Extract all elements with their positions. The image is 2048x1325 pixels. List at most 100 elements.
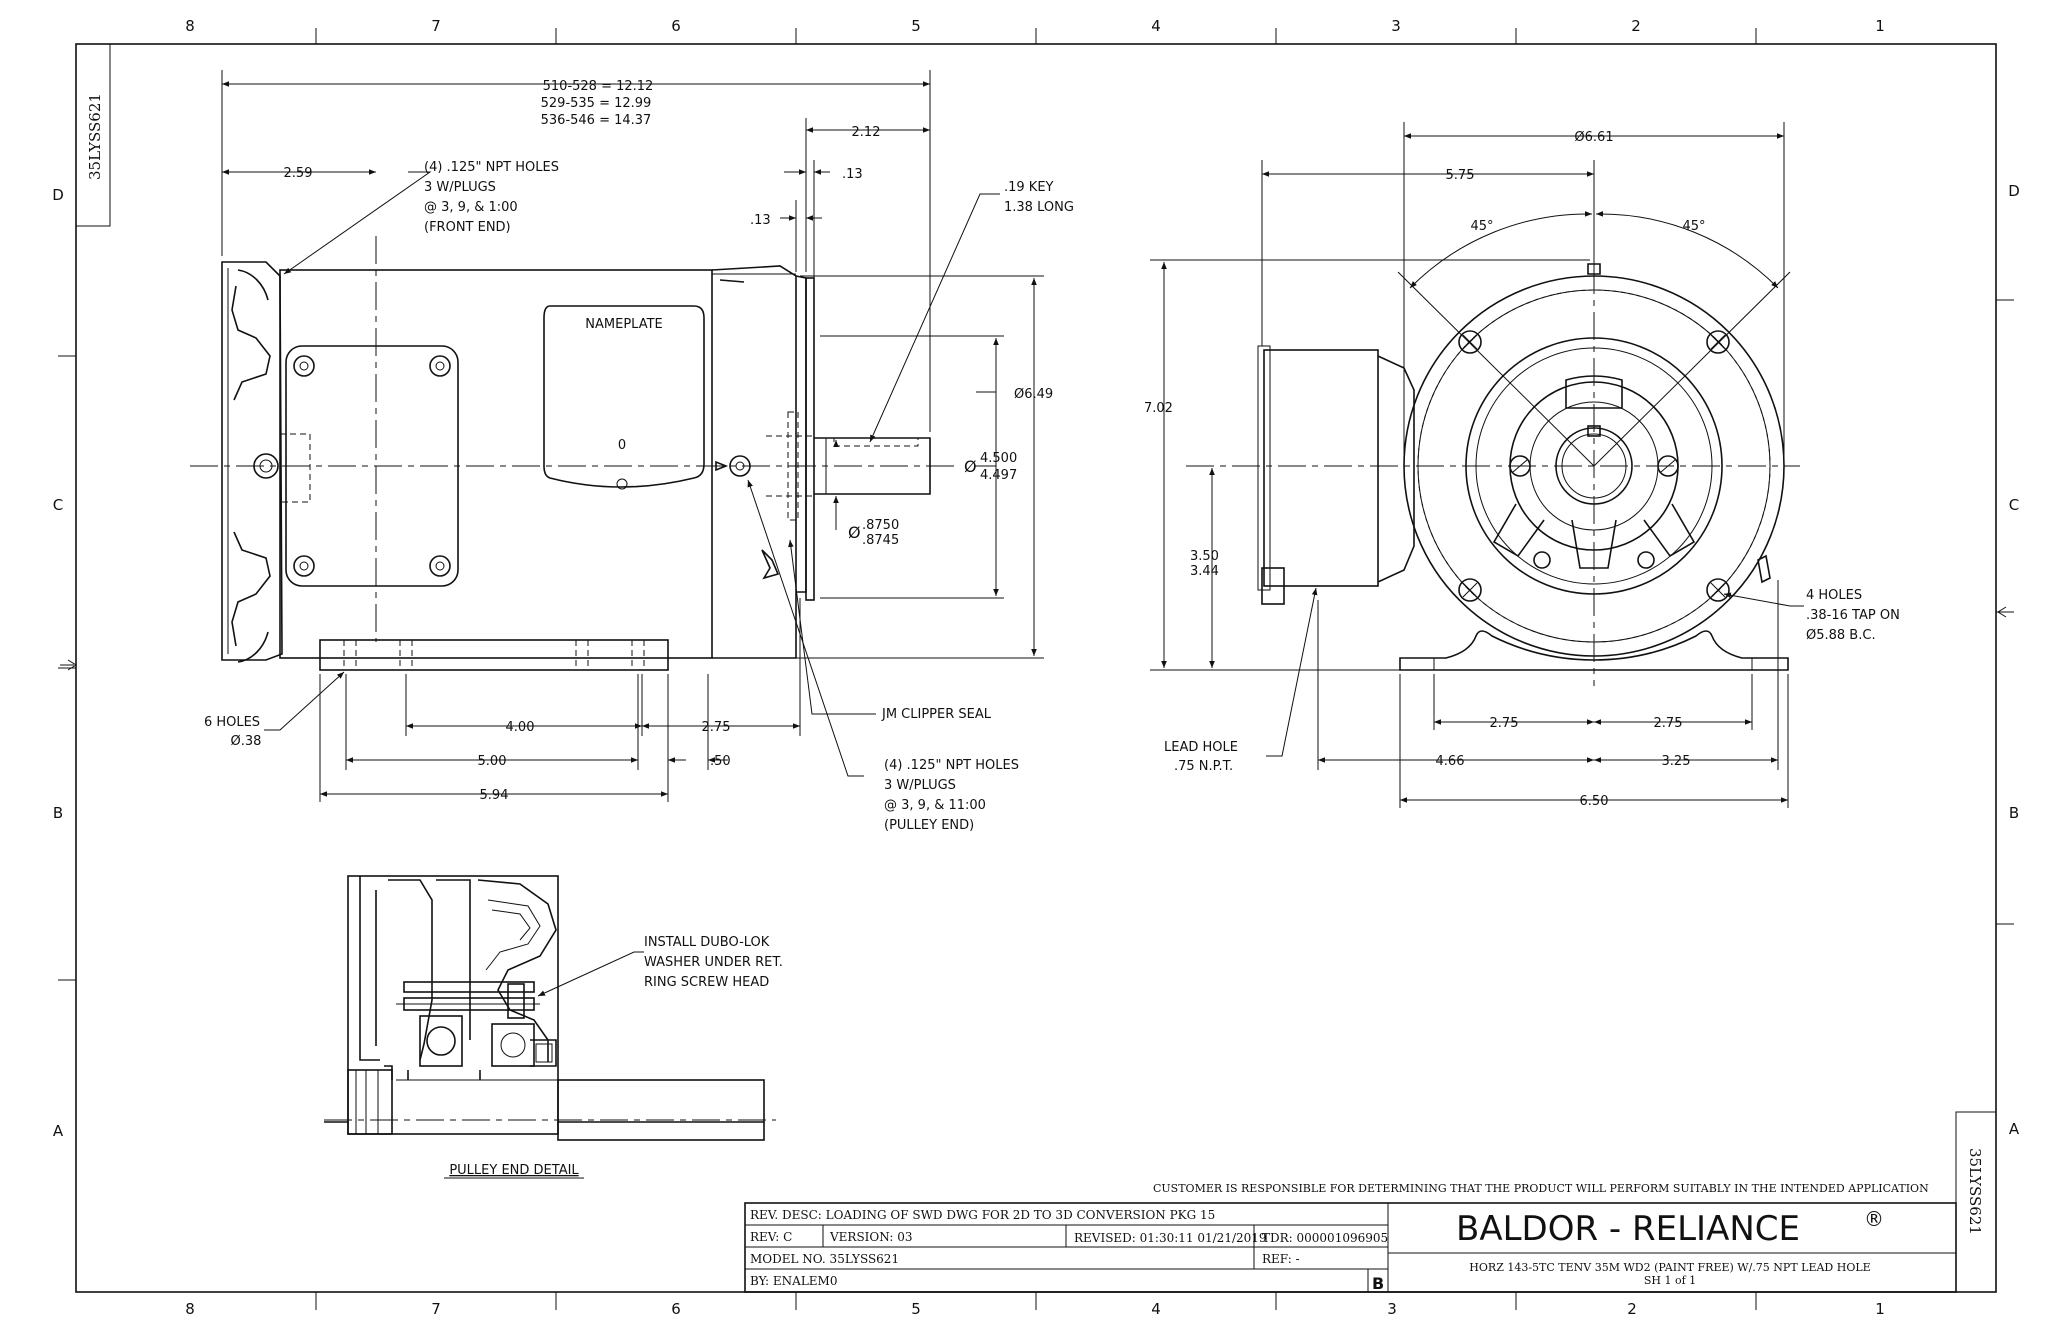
col-label: 2	[1627, 1300, 1637, 1318]
angle-45-right: 45°	[1682, 219, 1705, 234]
lead-hole-note-1: LEAD HOLE	[1164, 740, 1238, 755]
clipper-seal-label: JM CLIPPER SEAL	[881, 707, 992, 722]
column-labels-top: 8 7 6 5 4 3 2 1	[185, 17, 1885, 35]
detail-title: PULLEY END DETAIL	[449, 1163, 579, 1178]
overall-length-1: 510-528 = 12.12	[543, 79, 654, 94]
front-holes-note-1: (4) .125" NPT HOLES	[424, 160, 559, 175]
dim-2-75: 2.75	[702, 720, 731, 735]
pulley-holes-note-4: (PULLEY END)	[884, 818, 974, 833]
side-view	[190, 236, 960, 671]
shaft-dia-lower: .8745	[862, 533, 899, 548]
pulley-end-detail	[324, 875, 776, 1141]
overall-length-2: 529-535 = 12.99	[541, 96, 652, 111]
dim-2-12: 2.12	[852, 125, 881, 140]
sheet-border	[75, 43, 1997, 1293]
tdr-number: TDR: 000001096905	[1262, 1231, 1388, 1245]
base-holes-note-2: Ø.38	[231, 734, 262, 749]
col-label: 4	[1151, 17, 1161, 35]
col-label: 5	[911, 1300, 921, 1318]
dim-5-75: 5.75	[1446, 168, 1475, 183]
lead-hole-note-2: .75 N.P.T.	[1174, 759, 1233, 774]
company-name: BALDOR - RELIANCE	[1456, 1209, 1800, 1249]
conduit-box-end	[1263, 349, 1379, 587]
tap-holes-note-2: .38-16 TAP ON	[1806, 608, 1900, 623]
front-holes-note-3: @ 3, 9, & 1:00	[424, 200, 518, 215]
overall-length-3: 536-546 = 14.37	[541, 113, 652, 128]
centering-arrow-left	[60, 659, 77, 671]
row-label: B	[2009, 804, 2019, 822]
row-label: C	[53, 496, 63, 514]
base-plate	[319, 639, 669, 671]
centering-arrow-right	[1997, 606, 2014, 618]
dim-3-25: 3.25	[1662, 754, 1691, 769]
size-letter: B	[1372, 1274, 1384, 1293]
row-label: A	[53, 1122, 64, 1140]
side-view-labels: 510-528 = 12.12 529-535 = 12.99 536-546 …	[204, 79, 1074, 833]
pilot-dia-symbol: Ø	[964, 457, 977, 476]
dim-2-75-right: 2.75	[1654, 716, 1683, 731]
front-holes-note-4: (FRONT END)	[424, 220, 511, 235]
col-label: 6	[671, 1300, 681, 1318]
col-label: 1	[1875, 1300, 1885, 1318]
rev-desc: REV. DESC: LOADING OF SWD DWG FOR 2D TO …	[750, 1208, 1215, 1222]
height-7-02: 7.02	[1144, 401, 1173, 416]
pilot-dia-lower: 4.497	[980, 468, 1017, 483]
tap-holes-note-3: Ø5.88 B.C.	[1806, 628, 1876, 643]
end-view-labels: Ø6.61 5.75 45° 45° 7.02 3.50 3.44 4 HOLE…	[1144, 130, 1900, 809]
customer-note: CUSTOMER IS RESPONSIBLE FOR DETERMINING …	[1153, 1182, 1929, 1195]
angle-45-left: 45°	[1470, 219, 1493, 234]
nameplate-label: NAMEPLATE	[585, 317, 662, 332]
dia-6-61: Ø6.61	[1574, 130, 1613, 145]
detail-note-2: WASHER UNDER RET.	[644, 955, 783, 970]
dim-50: .50	[710, 754, 731, 769]
key-note-2: 1.38 LONG	[1004, 200, 1074, 215]
tap-holes-note-1: 4 HOLES	[1806, 588, 1862, 603]
sheet-number: SH 1 of 1	[1644, 1274, 1696, 1287]
conduit-box	[285, 345, 459, 587]
row-label: A	[2009, 1120, 2020, 1138]
dim-2-59: 2.59	[284, 166, 313, 181]
dim-4-00: 4.00	[506, 720, 535, 735]
drawn-by: BY: ENALEM0	[750, 1274, 837, 1288]
dia-6-49: Ø6.49	[1014, 387, 1053, 402]
row-label: D	[52, 186, 64, 204]
revised-date: REVISED: 01:30:11 01/21/2019	[1074, 1231, 1267, 1245]
col-label: 3	[1387, 1300, 1397, 1318]
col-label: 7	[431, 1300, 441, 1318]
pulley-holes-note-2: 3 W/PLUGS	[884, 778, 956, 793]
col-label: 3	[1391, 17, 1401, 35]
row-label: C	[2009, 496, 2019, 514]
base-holes-note-1: 6 HOLES	[204, 715, 260, 730]
col-label: 7	[431, 17, 441, 35]
row-labels-left: D C B A	[52, 186, 64, 1140]
pulley-holes-note-3: @ 3, 9, & 11:00	[884, 798, 986, 813]
dim-13-upper: .13	[842, 167, 863, 182]
pulley-holes-note-1: (4) .125" NPT HOLES	[884, 758, 1019, 773]
shaft-height-lower: 3.44	[1190, 564, 1219, 579]
drawing-description: HORZ 143-5TC TENV 35M WD2 (PAINT FREE) W…	[1469, 1261, 1870, 1274]
registered-mark: ®	[1864, 1207, 1884, 1231]
nameplate-outline	[543, 305, 705, 488]
row-labels-right: D C B A	[2008, 182, 2020, 1138]
dim-2-75-left: 2.75	[1490, 716, 1519, 731]
shaft-dia-symbol: Ø	[848, 523, 861, 542]
col-label: 4	[1151, 1300, 1161, 1318]
zone-ticks	[58, 28, 2014, 1310]
row-label: D	[2008, 182, 2020, 200]
rev-letter: REV: C	[750, 1230, 792, 1244]
dim-4-66: 4.66	[1436, 754, 1465, 769]
row-label: B	[53, 804, 63, 822]
col-label: 6	[671, 17, 681, 35]
shaft-height-upper: 3.50	[1190, 549, 1219, 564]
col-label: 5	[911, 17, 921, 35]
end-view-dimensions	[1150, 122, 1804, 808]
col-label: 1	[1875, 17, 1885, 35]
detail-note-3: RING SCREW HEAD	[644, 975, 769, 990]
drawing-id-tag-topleft: 35LYSS621	[86, 93, 104, 180]
col-label: 2	[1631, 17, 1641, 35]
dim-5-94: 5.94	[480, 788, 509, 803]
dim-5-00: 5.00	[478, 754, 507, 769]
detail-labels: INSTALL DUBO-LOK WASHER UNDER RET. RING …	[444, 935, 783, 1179]
col-label: 8	[185, 17, 195, 35]
